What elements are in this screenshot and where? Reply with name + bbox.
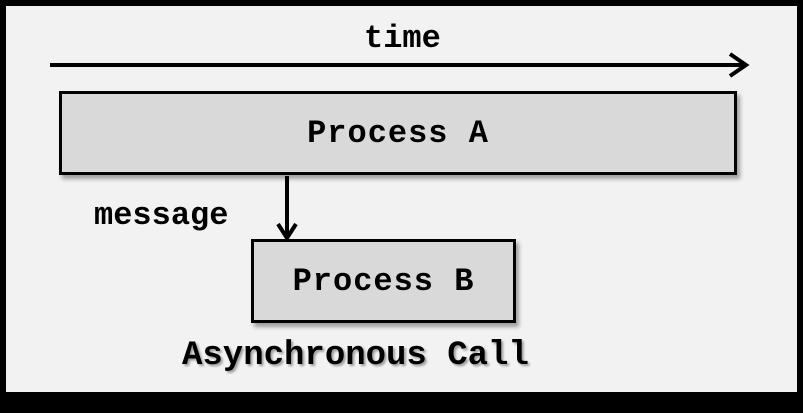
arrows-layer <box>50 52 750 242</box>
time-axis-label: time <box>364 20 441 57</box>
process-b-box: Process B <box>251 239 516 323</box>
message-label: message <box>94 197 229 234</box>
process-b-label: Process B <box>292 262 475 300</box>
process-a-box: Process A <box>59 91 737 175</box>
diagram-caption: Asynchronous Call <box>182 337 529 375</box>
time-arrow-icon <box>50 52 750 78</box>
process-a-label: Process A <box>307 114 489 152</box>
message-arrow-icon <box>276 176 298 242</box>
diagram-canvas: time Process A message Process B Asynchr… <box>6 6 797 392</box>
